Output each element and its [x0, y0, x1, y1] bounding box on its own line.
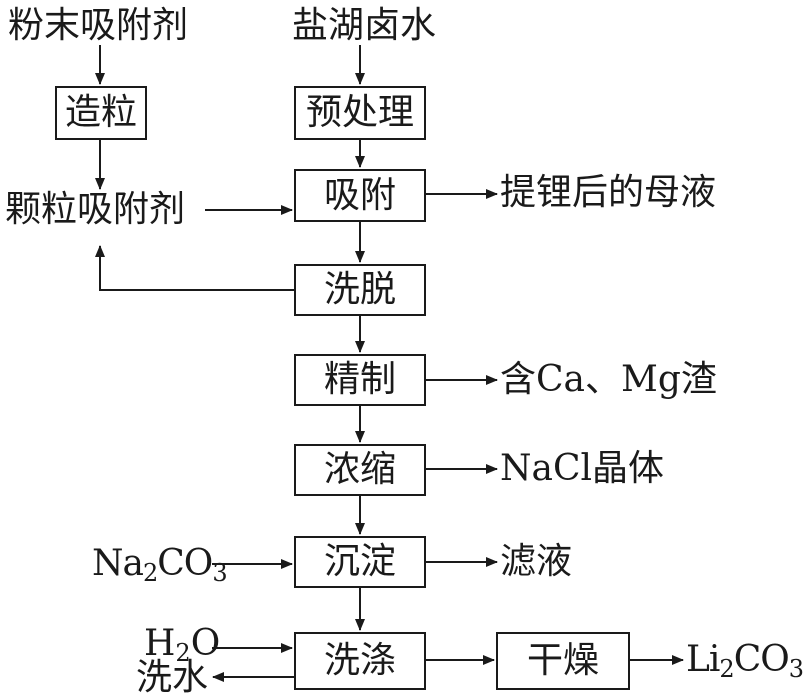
washing-label: 洗涤	[323, 640, 396, 681]
adsorption-label: 吸附	[323, 174, 396, 216]
pretreatment-box: 预处理	[294, 86, 426, 140]
h2o-label: H2O	[144, 623, 221, 667]
granulation-box: 造粒	[55, 86, 147, 140]
salt-lake-brine-label: 盐湖卤水	[292, 5, 437, 46]
arrow-elution-recycle	[95, 245, 294, 291]
nacl-crystal-label: NaCl晶体	[500, 448, 665, 489]
powder-adsorbent-label: 粉末吸附剂	[8, 5, 189, 46]
drying-box: 干燥	[496, 632, 630, 690]
filtrate-label: 滤液	[500, 541, 573, 582]
mother-liquor-label: 提锂后的母液	[500, 172, 717, 213]
drying-label: 干燥	[526, 640, 599, 681]
refining-label: 精制	[323, 359, 396, 400]
adsorption-box: 吸附	[294, 169, 426, 222]
concentration-label: 浓缩	[323, 449, 396, 490]
pretreatment-label: 预处理	[305, 92, 414, 133]
wash-water-label: 洗水	[136, 657, 209, 698]
li2co3-label: Li2CO3	[686, 639, 803, 683]
na2co3-label: Na2CO3	[92, 543, 228, 587]
concentration-box: 浓缩	[294, 444, 426, 496]
precipitation-label: 沉淀	[323, 541, 396, 582]
ca-mg-residue-label: 含Ca、Mg渣	[500, 359, 717, 400]
precipitation-box: 沉淀	[294, 536, 426, 588]
refining-box: 精制	[294, 354, 426, 406]
granular-adsorbent-label: 颗粒吸附剂	[5, 189, 186, 230]
elution-label: 洗脱	[323, 269, 396, 310]
granulation-label: 造粒	[64, 92, 137, 133]
washing-box: 洗涤	[294, 632, 426, 690]
elution-box: 洗脱	[294, 264, 426, 316]
